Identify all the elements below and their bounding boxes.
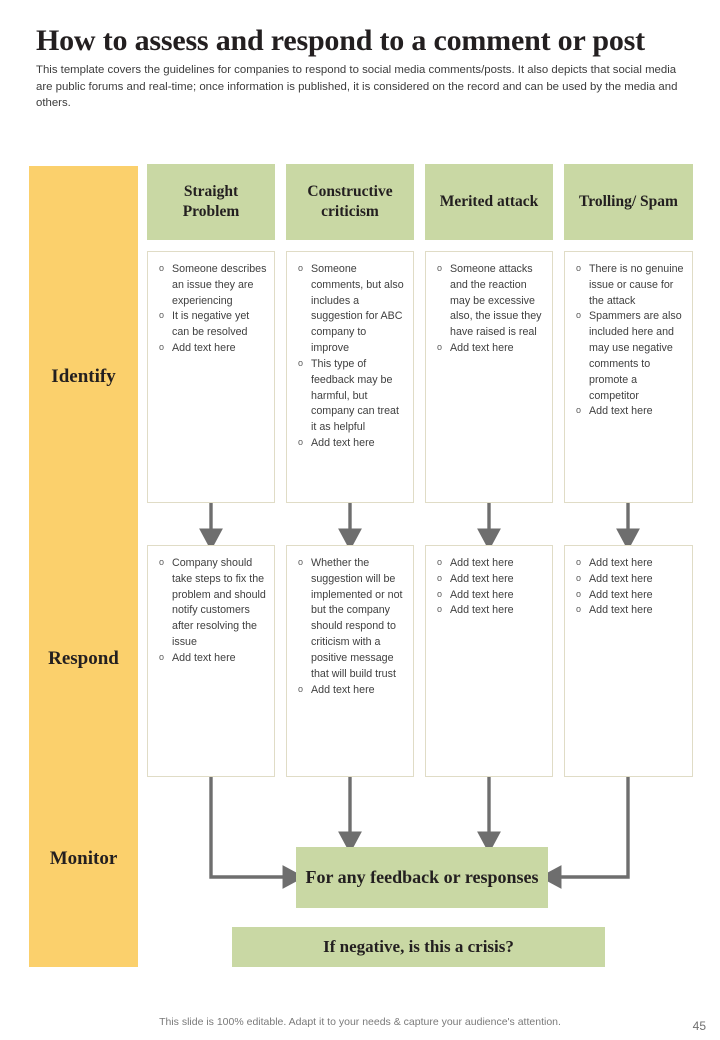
- list-item: Add text here: [152, 651, 268, 667]
- list-item: Add text here: [430, 588, 546, 604]
- arrow-group-identify-to-respond: [199, 503, 640, 548]
- list-item: Add text here: [291, 683, 407, 699]
- cell-respond-trolling-spam[interactable]: Add text here Add text here Add text her…: [564, 545, 693, 777]
- cell-respond-constructive-criticism[interactable]: Whether the suggestion will be implement…: [286, 545, 414, 777]
- phase-rail: Identify Respond Monitor: [29, 166, 138, 967]
- column-header-constructive-criticism[interactable]: Constructive criticism: [286, 164, 414, 240]
- cell-identify-constructive-criticism[interactable]: Someone comments, but also includes a su…: [286, 251, 414, 503]
- column-header-merited-attack[interactable]: Merited attack: [425, 164, 553, 240]
- page-subtitle: This template covers the guidelines for …: [36, 64, 678, 110]
- list-item: Add text here: [430, 572, 546, 588]
- bullet-list: Add text here Add text here Add text her…: [430, 556, 546, 619]
- list-item: Add text here: [569, 556, 686, 572]
- cell-identify-trolling-spam[interactable]: There is no genuine issue or cause for t…: [564, 251, 693, 503]
- list-item: There is no genuine issue or cause for t…: [569, 262, 686, 309]
- list-item: Add text here: [569, 603, 686, 619]
- phase-label-identify: Identify: [51, 366, 116, 387]
- bullet-list: Whether the suggestion will be implement…: [291, 556, 407, 698]
- list-item: Someone describes an issue they are expe…: [152, 262, 268, 309]
- monitor-feedback-box[interactable]: For any feedback or responses: [296, 847, 548, 908]
- page-title: How to assess and respond to a comment o…: [36, 24, 645, 57]
- list-item: Someone comments, but also includes a su…: [291, 262, 407, 357]
- bullet-list: Someone comments, but also includes a su…: [291, 262, 407, 452]
- list-item: Whether the suggestion will be implement…: [291, 556, 407, 683]
- list-item: Add text here: [569, 572, 686, 588]
- list-item: Spammers are also included here and may …: [569, 309, 686, 404]
- bullet-list: Add text here Add text here Add text her…: [569, 556, 686, 619]
- arrow-elbow-col4-to-feedback: [539, 777, 630, 889]
- list-item: It is negative yet can be resolved: [152, 309, 268, 341]
- bullet-list: Someone attacks and the reaction may be …: [430, 262, 546, 357]
- cell-identify-merited-attack[interactable]: Someone attacks and the reaction may be …: [425, 251, 553, 503]
- cell-respond-straight-problem[interactable]: Company should take steps to fix the pro…: [147, 545, 275, 777]
- list-item: Add text here: [430, 556, 546, 572]
- phase-label-respond: Respond: [48, 648, 119, 669]
- bullet-list: There is no genuine issue or cause for t…: [569, 262, 686, 420]
- list-item: Add text here: [291, 436, 407, 452]
- column-header-trolling-spam[interactable]: Trolling/ Spam: [564, 164, 693, 240]
- arrow-elbow-col1-to-feedback: [209, 777, 305, 889]
- list-item: This type of feedback may be harmful, bu…: [291, 357, 407, 436]
- list-item: Someone attacks and the reaction may be …: [430, 262, 546, 341]
- page-number: 45: [692, 1019, 706, 1033]
- list-item: Company should take steps to fix the pro…: [152, 556, 268, 651]
- list-item: Add text here: [430, 603, 546, 619]
- column-header-straight-problem[interactable]: Straight Problem: [147, 164, 275, 240]
- list-item: Add text here: [569, 588, 686, 604]
- footer-note: This slide is 100% editable. Adapt it to…: [159, 1016, 561, 1028]
- list-item: Add text here: [569, 404, 686, 420]
- cell-identify-straight-problem[interactable]: Someone describes an issue they are expe…: [147, 251, 275, 503]
- cell-respond-merited-attack[interactable]: Add text here Add text here Add text her…: [425, 545, 553, 777]
- phase-label-monitor: Monitor: [49, 848, 118, 869]
- monitor-crisis-box[interactable]: If negative, is this a crisis?: [232, 927, 605, 967]
- bullet-list: Someone describes an issue they are expe…: [152, 262, 268, 357]
- list-item: Add text here: [430, 341, 546, 357]
- title-block: How to assess and respond to a comment o…: [36, 22, 686, 112]
- bullet-list: Company should take steps to fix the pro…: [152, 556, 268, 667]
- list-item: Add text here: [152, 341, 268, 357]
